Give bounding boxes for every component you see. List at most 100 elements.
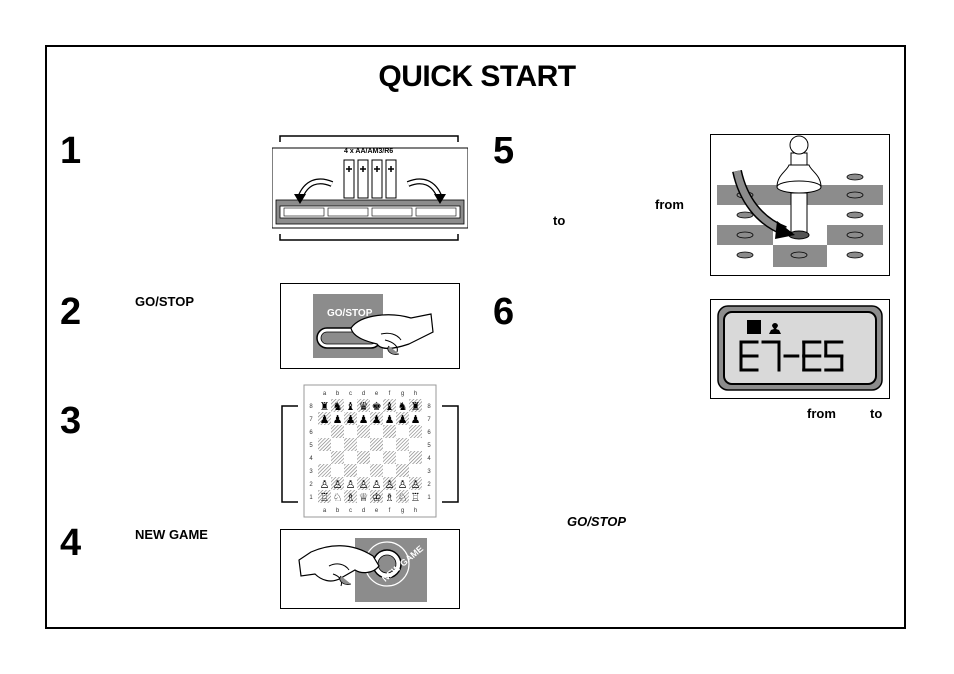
board-square — [344, 399, 357, 412]
chess-piece: ♗ — [385, 491, 395, 504]
chess-piece: ♝ — [385, 400, 395, 413]
board-square — [409, 464, 422, 477]
file-label: d — [362, 508, 365, 514]
board-square — [357, 451, 370, 464]
board-square — [396, 425, 409, 438]
file-label: a — [323, 508, 327, 514]
file-label: a — [323, 391, 327, 397]
board-square — [383, 490, 396, 503]
step-5-to-label: to — [553, 213, 566, 228]
step-2-go-stop-label: GO/STOP — [135, 294, 194, 309]
rank-label: 4 — [309, 456, 313, 462]
step-6-number: 6 — [493, 291, 515, 333]
board-square — [318, 412, 331, 425]
board-square — [331, 399, 344, 412]
lcd-digit — [824, 340, 844, 372]
file-label: g — [401, 391, 404, 397]
rank-label: 1 — [427, 495, 431, 501]
board-square — [331, 425, 344, 438]
board-square — [370, 425, 383, 438]
page-title: QUICK START — [378, 60, 576, 93]
chess-piece: ♙ — [333, 478, 343, 491]
board-square — [357, 490, 370, 503]
board-square — [396, 451, 409, 464]
board-square — [409, 451, 422, 464]
board-square — [396, 412, 409, 425]
board-square — [357, 438, 370, 451]
page-frame — [45, 45, 906, 629]
chess-piece: ♟ — [372, 413, 382, 426]
step-5-number: 5 — [493, 130, 515, 172]
board-square — [344, 464, 357, 477]
board-square — [409, 412, 422, 425]
new-game-illustration — [280, 529, 460, 609]
chess-piece: ♘ — [398, 491, 408, 504]
rank-label: 6 — [427, 430, 431, 436]
board-square — [344, 425, 357, 438]
chess-piece: ♜ — [411, 400, 421, 413]
file-label: b — [336, 391, 340, 397]
file-label: f — [389, 508, 391, 514]
chess-piece: ♟ — [320, 413, 330, 426]
board-square — [396, 490, 409, 503]
board-square — [383, 451, 396, 464]
rank-label: 8 — [309, 404, 313, 410]
file-label: h — [414, 391, 417, 397]
board-square — [357, 412, 370, 425]
board-square — [331, 464, 344, 477]
board-square — [370, 464, 383, 477]
chess-piece: ♞ — [398, 400, 408, 413]
board-square — [383, 464, 396, 477]
board-square — [383, 477, 396, 490]
board-square — [370, 412, 383, 425]
file-label: g — [401, 508, 404, 514]
chess-piece: ♔ — [372, 491, 382, 504]
battery-label: 4 x AA/AM3/R6 — [344, 148, 394, 155]
chess-piece: ♙ — [398, 478, 408, 491]
step-6-to-label: to — [870, 406, 883, 421]
chess-piece: ♟ — [385, 413, 395, 426]
chess-piece: ♙ — [372, 478, 382, 491]
rank-label: 1 — [309, 495, 313, 501]
step-6-go-stop-label: GO/STOP — [567, 514, 626, 529]
chess-piece: ♟ — [359, 413, 369, 426]
board-square — [396, 399, 409, 412]
board-square — [370, 490, 383, 503]
chess-piece: ♖ — [320, 491, 330, 504]
chess-piece: ♙ — [346, 478, 356, 491]
board-square — [318, 490, 331, 503]
board-square — [331, 490, 344, 503]
chess-piece: ♞ — [333, 400, 343, 413]
board-square — [318, 438, 331, 451]
chess-piece: ♙ — [320, 478, 330, 491]
chess-piece: ♙ — [385, 478, 395, 491]
step-5-from-label: from — [655, 197, 684, 212]
lcd-digit — [761, 340, 781, 372]
file-label: f — [389, 391, 391, 397]
step-4-new-game-label: NEW GAME — [135, 527, 208, 542]
step-6-from-label: from — [807, 406, 836, 421]
step-3-number: 3 — [60, 400, 82, 442]
file-label: c — [349, 508, 352, 514]
chess-piece: ♛ — [359, 400, 369, 413]
chess-piece: ♗ — [346, 491, 356, 504]
board-square — [409, 399, 422, 412]
board-square — [331, 451, 344, 464]
board-square — [318, 399, 331, 412]
file-label: d — [362, 391, 365, 397]
chess-piece: ♜ — [320, 400, 330, 413]
board-square — [370, 438, 383, 451]
chess-piece: ♟ — [346, 413, 356, 426]
battery-compartment-illustration — [272, 134, 468, 242]
step-2-number: 2 — [60, 291, 82, 333]
board-square — [357, 477, 370, 490]
rank-label: 5 — [427, 443, 431, 449]
chess-piece: ♟ — [411, 413, 421, 426]
board-square — [357, 464, 370, 477]
board-square — [331, 477, 344, 490]
chess-piece: ♕ — [359, 491, 369, 504]
board-square — [409, 438, 422, 451]
chess-piece: ♟ — [398, 413, 408, 426]
board-square — [396, 438, 409, 451]
file-label: c — [349, 391, 352, 397]
